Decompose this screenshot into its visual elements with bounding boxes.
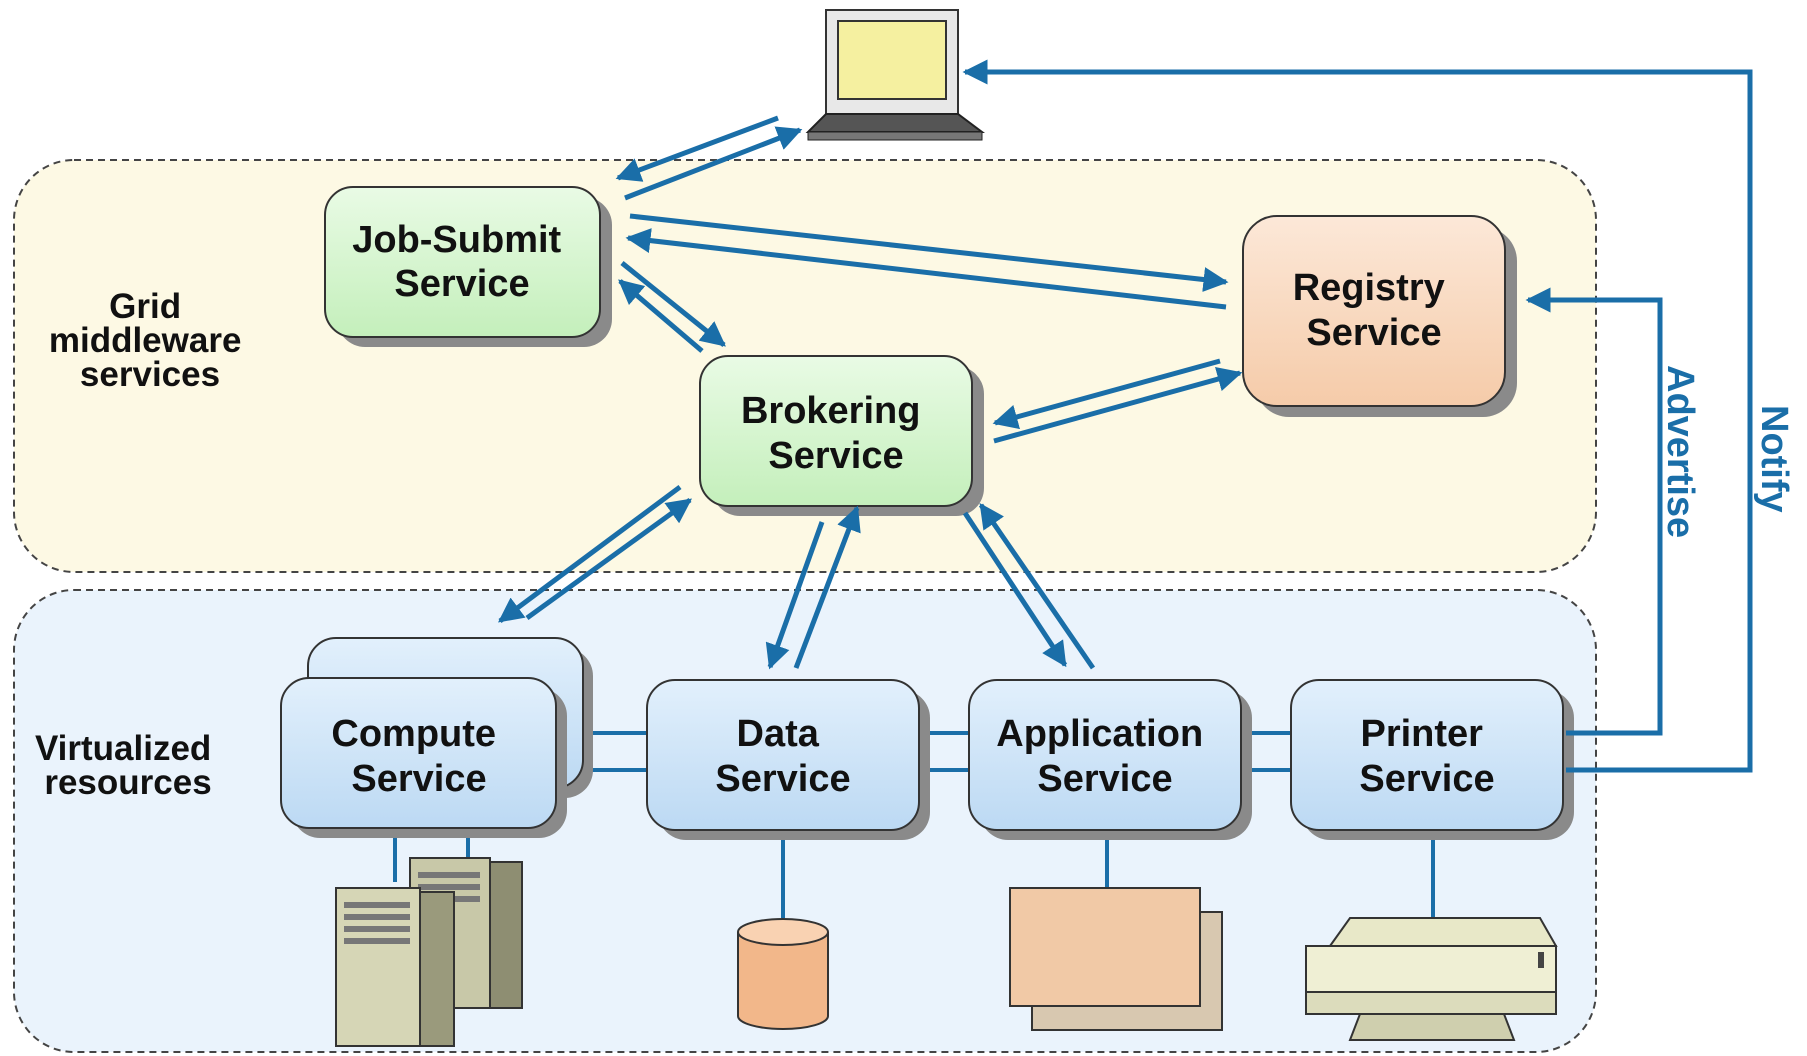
arrow-jobsubmit-to-laptop <box>624 126 803 201</box>
arrow-brokering-to-data <box>765 521 825 670</box>
arrow-laptop-to-jobsubmit <box>615 115 779 182</box>
arrow-registry-to-brokering <box>992 358 1221 430</box>
registry-service-box[interactable]: Registry Service <box>1242 215 1517 417</box>
arrow-brokering-to-registry <box>993 366 1243 444</box>
printer-service-label: Printer Service <box>1359 713 1494 800</box>
server-tower-icon <box>335 857 523 1047</box>
notify-route <box>962 59 1753 773</box>
registry-service-label: Registry Service <box>1293 267 1456 354</box>
arrow-jobsubmit-to-brokering <box>620 261 726 347</box>
compute-service-label: Compute Service <box>331 713 506 800</box>
printer-service-box[interactable]: Printer Service <box>1290 679 1574 840</box>
printer-icon <box>1305 917 1558 1041</box>
arrow-jobsubmit-to-registry <box>629 213 1229 292</box>
document-stack-icon <box>1009 887 1223 1031</box>
advertise-label: Advertise <box>1659 365 1701 538</box>
arrow-brokering-to-jobsubmit <box>618 279 704 353</box>
laptop-icon[interactable] <box>805 9 985 141</box>
job-submit-service-label: Job-Submit Service <box>352 219 572 305</box>
compute-service-box[interactable]: Compute Service <box>280 637 593 838</box>
brokering-service-label: Brokering Service <box>741 390 931 477</box>
arrow-brokering-to-compute <box>497 484 682 624</box>
arrow-application-to-brokering <box>978 502 1096 670</box>
arrow-compute-to-brokering <box>525 497 693 621</box>
application-service-box[interactable]: Application Service <box>968 679 1252 840</box>
advertise-route <box>1525 287 1663 736</box>
data-service-label: Data Service <box>715 713 850 800</box>
application-service-label: Application Service <box>996 713 1213 800</box>
resources-label: Virtualized resources <box>35 729 221 802</box>
job-submit-service-box[interactable]: Job-Submit Service <box>324 186 612 347</box>
arrow-registry-to-jobsubmit <box>625 228 1227 310</box>
data-service-box[interactable]: Data Service <box>646 679 930 840</box>
arrow-data-to-brokering <box>793 505 861 669</box>
brokering-service-box[interactable]: Brokering Service <box>699 355 984 516</box>
middleware-label: Grid middleware services <box>49 287 251 394</box>
database-cylinder-icon <box>737 918 829 1030</box>
notify-label: Notify <box>1753 405 1795 513</box>
flow-arrows <box>497 115 1243 670</box>
arrow-brokering-to-application <box>962 511 1068 668</box>
